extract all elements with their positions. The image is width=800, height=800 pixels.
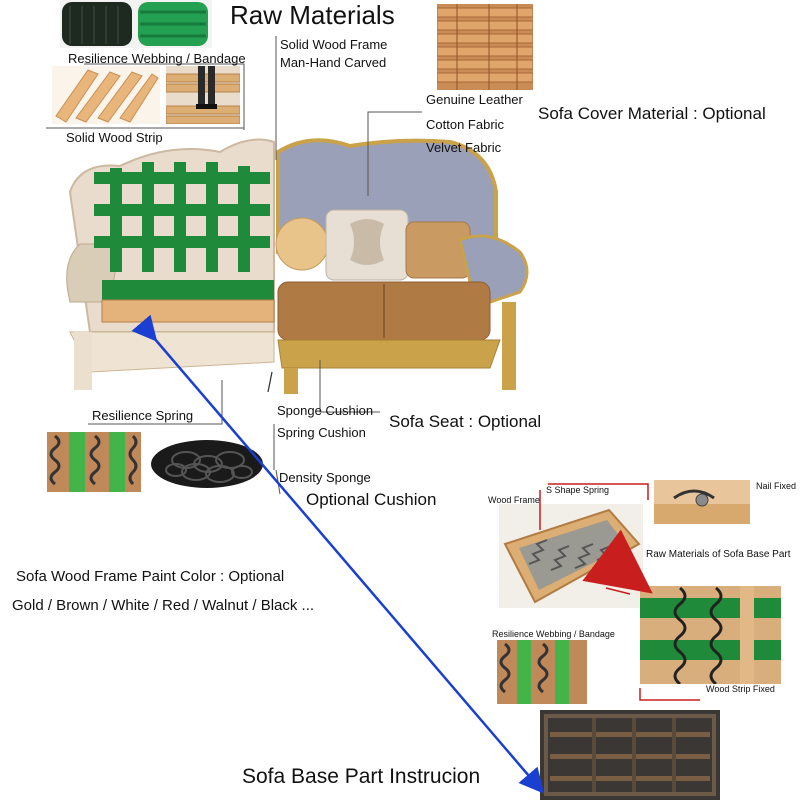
label-webbing: Resilience Webbing / Bandage xyxy=(68,51,246,66)
wood-strip-photo xyxy=(52,66,160,124)
label-optional-cushion: Optional Cushion xyxy=(306,490,437,509)
title: Raw Materials xyxy=(230,0,395,30)
label-velvet-fabric: Velvet Fabric xyxy=(426,140,502,155)
label-sofa-seat: Sofa Seat : Optional xyxy=(389,412,542,431)
label-paint-color: Sofa Wood Frame Paint Color : Optional xyxy=(16,568,285,585)
label-cover-material: Sofa Cover Material : Optional xyxy=(538,104,766,123)
diagram-webbing-small: Resilience Webbing / Bandage xyxy=(492,629,615,639)
label-hand-carved: Man-Hand Carved xyxy=(280,55,387,70)
label-paint-options: Gold / Brown / White / Red / Walnut / Bl… xyxy=(12,597,315,614)
base-frame-photo xyxy=(540,710,720,800)
diagram-wood-frame: Wood Frame xyxy=(488,495,540,505)
label-solid-wood-frame: Solid Wood Frame xyxy=(280,37,388,52)
diagram-wood-strip-fixed: Wood Strip Fixed xyxy=(706,684,775,694)
webbing-roll-photo xyxy=(60,0,212,48)
label-resilience-spring: Resilience Spring xyxy=(92,408,194,423)
wood-pile-worker-photo xyxy=(166,66,240,124)
label-sponge-cushion: Sponge Cushion xyxy=(277,403,374,418)
label-spring-cushion: Spring Cushion xyxy=(277,425,366,440)
diagram-nail-fixed: Nail Fixed xyxy=(756,481,797,491)
diagram-raw-materials-base: Raw Materials of Sofa Base Part xyxy=(646,549,791,560)
diagram-s-shape-spring: S Shape Spring xyxy=(546,485,610,495)
label-cotton-fabric: Cotton Fabric xyxy=(426,117,505,132)
spring-photo xyxy=(47,432,141,492)
label-solid-wood-strip: Solid Wood Strip xyxy=(66,130,163,145)
label-genuine-leather: Genuine Leather xyxy=(426,92,523,107)
label-base-part: Sofa Base Part Instrucion xyxy=(242,765,481,788)
wood-stack-photo xyxy=(437,4,533,90)
nail-fixed-photo xyxy=(654,480,750,524)
webbing-spring-closeup-photo xyxy=(640,586,781,684)
label-density-sponge: Density Sponge xyxy=(279,470,371,485)
